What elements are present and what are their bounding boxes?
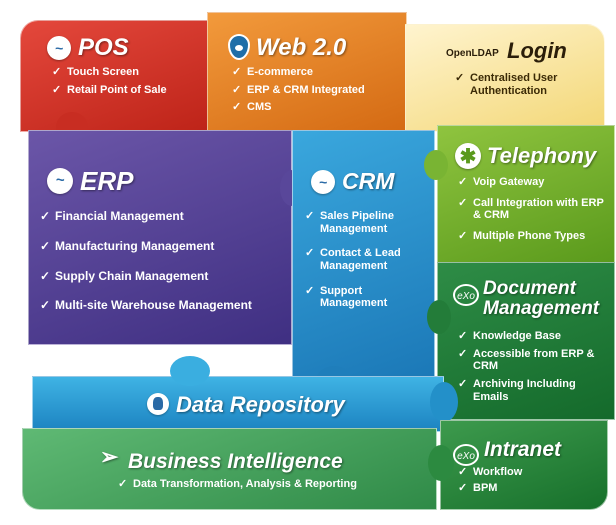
login-feature-list: Centralised User Authentication — [455, 72, 595, 102]
pentaho-arrow-icon: ➢ — [100, 444, 119, 469]
erp-feature-list: Financial Management Manufacturing Manag… — [40, 209, 290, 318]
crm-feature-list: Sales Pipeline Management Contact & Lead… — [305, 210, 430, 315]
bi-title: Business Intelligence — [128, 450, 343, 473]
list-item: Financial Management — [40, 209, 290, 224]
list-item: Data Transformation, Analysis & Reportin… — [118, 478, 418, 491]
list-item: ERP & CRM Integrated — [232, 84, 402, 97]
list-item: Multi-site Warehouse Management — [40, 299, 290, 313]
telephony-feature-list: Voip Gateway Call Integration with ERP &… — [458, 176, 608, 248]
list-item: Centralised User Authentication — [455, 72, 595, 97]
document-title-line2: Management — [483, 298, 600, 319]
document-title-line1: Document — [483, 278, 576, 299]
intranet-feature-list: Workflow BPM — [458, 466, 598, 499]
list-item: E-commerce — [232, 66, 402, 79]
erp-title: ERP — [80, 166, 134, 196]
bi-feature-list: Data Transformation, Analysis & Reportin… — [118, 478, 418, 496]
telephony-title: Telephony — [487, 143, 597, 168]
login-title: Login — [507, 38, 567, 63]
list-item: Call Integration with ERP & CRM — [458, 197, 608, 222]
drupal-drop-icon — [230, 36, 248, 58]
openerp-bubble-icon: ~ — [47, 36, 71, 60]
list-item: Workflow — [458, 466, 598, 479]
data-repository-title: Data Repository — [176, 392, 345, 417]
document-feature-list: Knowledge Base Accessible from ERP & CRM… — [458, 330, 606, 408]
list-item: Knowledge Base — [458, 330, 606, 343]
list-item: Voip Gateway — [458, 176, 608, 189]
list-item: Touch Screen — [52, 66, 212, 79]
list-item: Multiple Phone Types — [458, 230, 608, 243]
list-item: CMS — [232, 101, 402, 114]
puzzle-tab — [427, 300, 451, 334]
exo-logo-icon: eXo — [453, 444, 479, 466]
business-intelligence-piece — [22, 428, 437, 510]
puzzle-tab — [428, 445, 454, 481]
web-feature-list: E-commerce ERP & CRM Integrated CMS — [232, 66, 402, 119]
intranet-title: Intranet — [484, 438, 562, 461]
crm-title: CRM — [342, 168, 395, 194]
data-repository-piece — [32, 376, 444, 432]
list-item: Supply Chain Management — [40, 269, 290, 284]
puzzle-tab — [424, 150, 448, 180]
openldap-logo: OpenLDAP — [446, 48, 499, 59]
list-item: Support Management — [305, 285, 430, 310]
openerp-bubble-icon: ~ — [47, 168, 73, 194]
list-item: Contact & Lead Management — [305, 247, 430, 272]
list-item: BPM — [458, 482, 598, 495]
list-item: Retail Point of Sale — [52, 84, 212, 97]
exo-logo-icon: eXo — [453, 284, 479, 306]
puzzle-tab — [170, 356, 210, 386]
postgresql-elephant-icon — [147, 393, 169, 415]
web-title: Web 2.0 — [256, 34, 347, 61]
pos-feature-list: Touch Screen Retail Point of Sale — [52, 66, 212, 101]
pos-title: POS — [78, 34, 129, 61]
openerp-bubble-icon: ~ — [311, 170, 335, 194]
list-item: Accessible from ERP & CRM — [458, 348, 606, 373]
list-item: Sales Pipeline Management — [305, 210, 430, 235]
list-item: Archiving Including Emails — [458, 378, 606, 403]
list-item: Manufacturing Management — [40, 239, 290, 254]
puzzle-tab — [430, 382, 458, 422]
asterisk-icon: ✱ — [455, 143, 481, 169]
